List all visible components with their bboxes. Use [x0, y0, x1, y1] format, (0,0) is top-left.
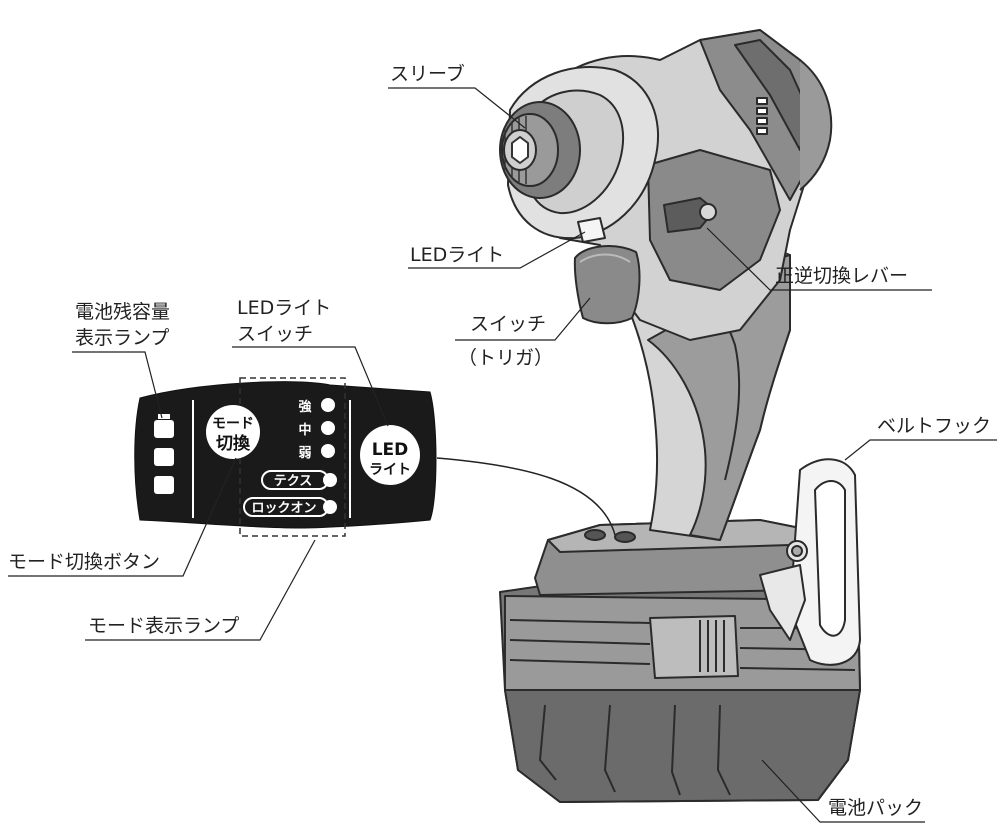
- led-light-button[interactable]: [360, 425, 420, 485]
- led-lens: [577, 217, 606, 243]
- label-led-light: LEDライト: [410, 244, 505, 266]
- battery-pack: [499, 584, 861, 803]
- label-switch-line1: スイッチ: [470, 313, 547, 335]
- strength-strong-lamp: [321, 398, 335, 412]
- label-sleeve: スリーブ: [390, 63, 465, 85]
- label-switch-line2: （トリガ）: [458, 347, 554, 369]
- label-battery-lamp-line1: 電池残容量: [75, 301, 171, 323]
- control-panel: モード 切換 強 中 弱 テクス ロックオン LED ライト: [134, 377, 437, 537]
- strength-medium-lamp: [321, 421, 335, 435]
- led-button-label-1: LED: [372, 440, 409, 460]
- label-mode-lamp: モード表示ランプ: [88, 615, 240, 637]
- trigger: [573, 245, 641, 325]
- sleeve-chuck: [499, 101, 581, 199]
- led-button-label-2: ライト: [369, 462, 411, 478]
- tex-mode-label: テクス: [274, 474, 313, 489]
- leader-lines: [8, 87, 997, 823]
- battery-lamp-bottom: [154, 476, 174, 494]
- strength-strong-label: 強: [298, 399, 311, 415]
- mode-button-label-2: 切換: [216, 433, 251, 454]
- lockon-mode-lamp: [323, 500, 337, 514]
- battery-lamp-mid: [154, 448, 174, 466]
- panel-connector-line: [436, 457, 616, 536]
- mode-button-label-1: モード: [212, 416, 254, 432]
- tex-mode-lamp: [323, 473, 337, 487]
- strength-medium-label: 中: [298, 422, 311, 438]
- strength-weak-label: 弱: [298, 445, 311, 461]
- label-belt-hook: ベルトフック: [877, 415, 992, 437]
- label-led-switch-line2: スイッチ: [237, 323, 314, 345]
- label-battery-lamp-line2: 表示ランプ: [75, 327, 170, 349]
- battery-lamp-top: [154, 420, 174, 438]
- strength-weak-lamp: [321, 444, 335, 458]
- label-led-switch-line1: LEDライト: [237, 297, 332, 319]
- lockon-mode-label: ロックオン: [251, 501, 316, 516]
- label-battery-pack: 電池パック: [828, 797, 924, 819]
- mode-button[interactable]: [206, 405, 260, 459]
- impact-driver-illustration: [499, 29, 861, 803]
- label-direction-lever: 正逆切換レバー: [775, 265, 909, 287]
- belt-hook: [759, 458, 861, 666]
- label-mode-button: モード切換ボタン: [8, 551, 161, 573]
